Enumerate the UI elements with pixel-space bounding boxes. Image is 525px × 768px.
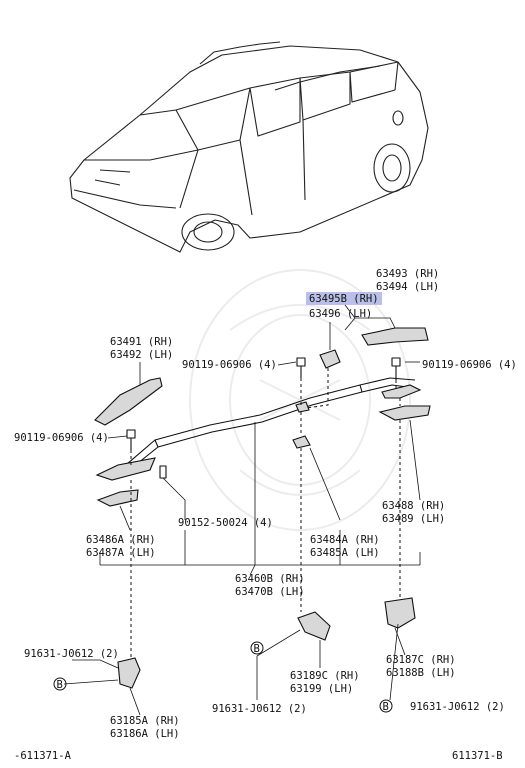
- assembly-lines: [130, 368, 401, 660]
- label-63496: 63496 (LH): [309, 308, 372, 320]
- highlight-63495b: [306, 292, 382, 305]
- label-63187c: 63187C (RH): [386, 654, 456, 666]
- label-63491: 63491 (RH): [110, 336, 173, 348]
- label-clip-right: 91631-J0612 (2): [410, 701, 505, 713]
- footer-right-code: 611371-B: [452, 750, 503, 762]
- label-63460b: 63460B (RH): [235, 573, 305, 585]
- label-63486a: 63486A (RH): [86, 534, 156, 546]
- watermark: [189, 269, 411, 531]
- ref-b-right: B: [383, 701, 389, 713]
- label-63495b: 63495B (RH): [309, 293, 379, 305]
- label-63488: 63488 (RH): [382, 500, 445, 512]
- label-screw: 90152-50024 (4): [178, 517, 273, 529]
- label-63487a: 63487A (LH): [86, 547, 156, 559]
- label-63185a: 63185A (RH): [110, 715, 180, 727]
- ref-b-mid: B: [254, 643, 260, 655]
- label-63199: 63199 (LH): [290, 683, 353, 695]
- label-63485a: 63485A (LH): [310, 547, 380, 559]
- label-clip-mid: 91631-J0612 (2): [212, 703, 307, 715]
- label-63186a: 63186A (LH): [110, 728, 180, 740]
- leader-lines: [63, 304, 421, 716]
- vehicle-illustration: [69, 41, 429, 253]
- label-bolt-top-right: 90119-06906 (4): [422, 359, 517, 371]
- label-63492: 63492 (LH): [110, 349, 173, 361]
- label-clip-left: 91631-J0612 (2): [24, 648, 119, 660]
- reference-markers: B B B: [53, 641, 393, 713]
- label-63189c: 63189C (RH): [290, 670, 360, 682]
- label-63493: 63493 (RH): [376, 268, 439, 280]
- footer-left-code: -611371-A: [14, 750, 72, 762]
- parts-shapes: [94, 327, 431, 689]
- label-63494: 63494 (LH): [376, 281, 439, 293]
- ref-b-left: B: [57, 679, 63, 691]
- label-bolt-left: 90119-06906 (4): [14, 432, 109, 444]
- label-63484a: 63484A (RH): [310, 534, 380, 546]
- label-bolt-top-left: 90119-06906 (4): [182, 359, 277, 371]
- label-63489: 63489 (LH): [382, 513, 445, 525]
- label-63470b: 63470B (LH): [235, 586, 305, 598]
- label-63188b: 63188B (LH): [386, 667, 456, 679]
